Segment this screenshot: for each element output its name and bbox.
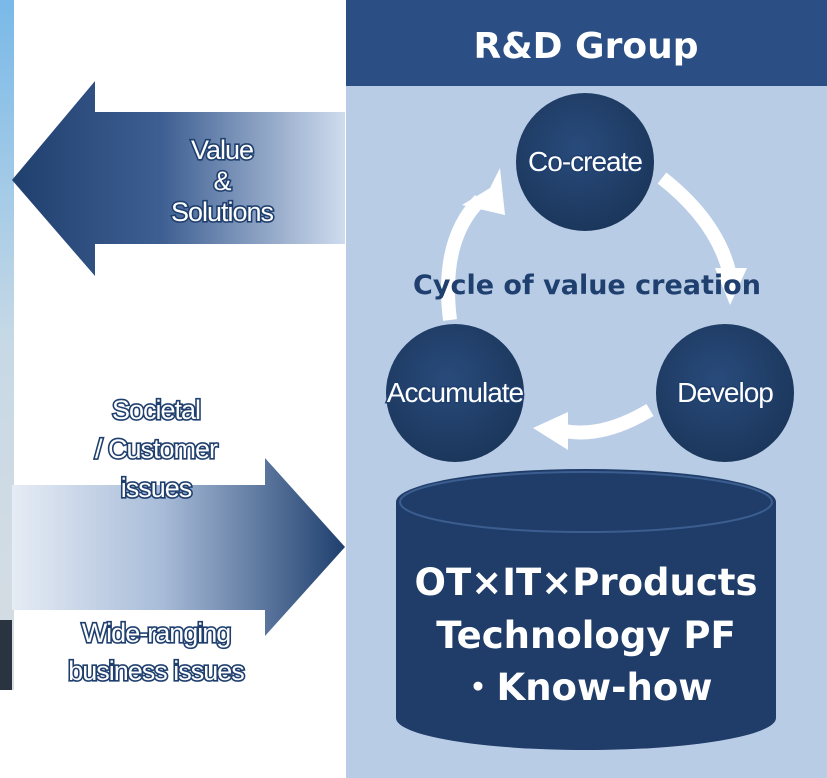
- arrowhead-develop: [715, 268, 747, 305]
- cycle-arrowheads: [462, 168, 747, 450]
- accumulate-label: Accumulate: [387, 377, 524, 408]
- cycle-title: Cycle of value creation: [413, 270, 761, 301]
- develop-node: [656, 324, 794, 462]
- cocreate-node: [516, 93, 654, 231]
- value-solutions-arrow: [12, 81, 345, 276]
- customer-label: / Customer: [95, 434, 218, 464]
- ampersand-label: &: [213, 166, 231, 196]
- arrow-accumulate-to-cocreate: [441, 195, 486, 321]
- rd-panel-header: [346, 0, 827, 86]
- societal-label: Societal: [112, 395, 200, 425]
- city-photo-dark-block: [0, 620, 12, 690]
- arrow-cocreate-to-develop: [657, 172, 737, 277]
- technology-database: [396, 469, 776, 750]
- database-line-1: OT×IT×Products: [415, 561, 758, 604]
- value-label: Value: [191, 135, 253, 165]
- database-line-2: Technology PF: [436, 614, 735, 657]
- issues-label: issues: [121, 473, 192, 503]
- wide-ranging-label: Wide-ranging: [82, 618, 231, 648]
- database-top-rim: [399, 471, 773, 533]
- business-issues-label: business issues: [68, 656, 244, 686]
- arrow-develop-to-accumulate: [558, 403, 654, 440]
- cocreate-label: Co-create: [528, 146, 642, 177]
- database-top: [396, 469, 776, 535]
- societal-issues-arrow: [12, 458, 345, 636]
- develop-label: Develop: [677, 377, 773, 408]
- arrowhead-accumulate: [533, 412, 568, 450]
- database-body: [396, 502, 776, 750]
- solutions-label: Solutions: [171, 197, 274, 227]
- cycle-arrows: [441, 172, 737, 440]
- rd-panel-title: R&D Group: [474, 26, 699, 67]
- accumulate-node: [386, 324, 524, 462]
- arrowhead-cocreate: [462, 168, 505, 215]
- database-line-3: ・Know-how: [460, 666, 713, 709]
- city-photo-strip: [0, 0, 14, 690]
